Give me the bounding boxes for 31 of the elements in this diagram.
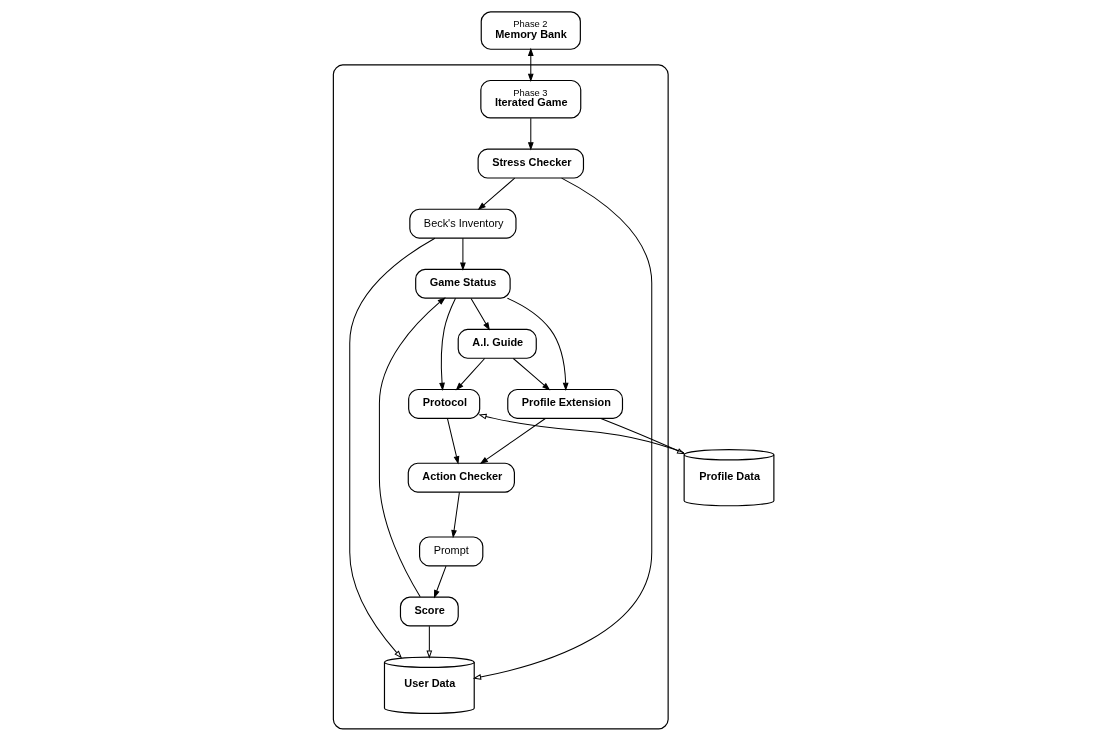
arrow <box>478 413 685 454</box>
arrow <box>527 117 534 151</box>
arrow <box>378 297 446 598</box>
node-box: Profile Extension <box>507 388 624 419</box>
arrow <box>472 177 653 680</box>
arrow <box>479 417 546 465</box>
node-box: Prompt <box>419 536 484 567</box>
arrow <box>600 417 686 455</box>
node-box: Phase 2 Memory Bank <box>480 11 581 50</box>
arrow <box>460 237 466 271</box>
node-box: Score <box>399 596 459 627</box>
arrow <box>439 297 457 391</box>
node-box: Protocol <box>408 388 481 419</box>
arrow <box>446 418 460 465</box>
node-box: Phase 3 Iterated Game <box>480 79 582 119</box>
arrow <box>426 625 433 659</box>
arrow <box>477 177 516 211</box>
arrow <box>527 47 534 82</box>
arrow <box>470 297 490 331</box>
cluster <box>332 64 669 730</box>
node-box: Beck's Inventory <box>409 208 517 239</box>
arrow <box>349 237 436 659</box>
arrow <box>455 358 486 391</box>
arrow <box>512 358 551 391</box>
node-box: Game Status <box>415 268 511 299</box>
node-box: Stress Checker <box>477 148 585 179</box>
node-box: Action Checker <box>407 462 515 493</box>
node-box: A.I. Guide <box>457 328 537 359</box>
arrow <box>433 565 447 599</box>
arrow <box>451 491 460 539</box>
arrow <box>506 297 569 391</box>
